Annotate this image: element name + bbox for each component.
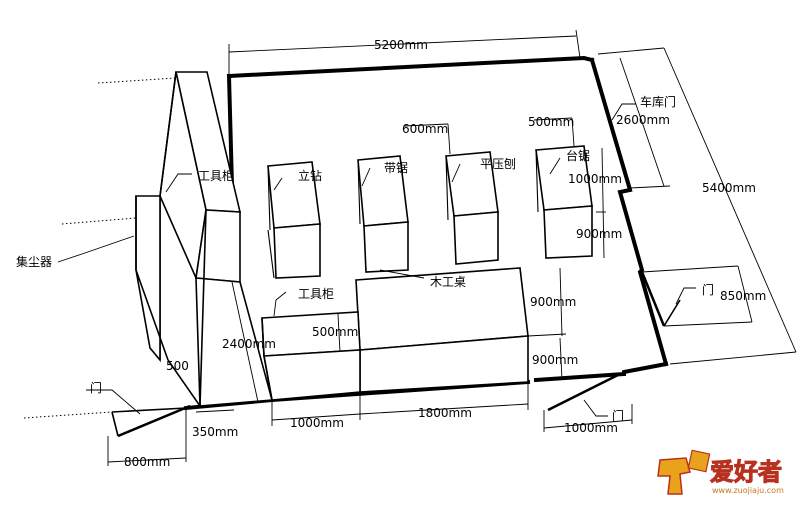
planer-label: 平压刨 [480,156,516,171]
dim-500-cab: 500mm [312,325,358,339]
tool-cabinet-left [159,71,274,407]
dim-1800-bottom: 1800mm [418,406,472,420]
door-left-label: 门 [90,380,102,395]
planer [445,151,499,265]
workbench [355,267,529,393]
tool-cabinet-bottom [261,311,361,401]
dim-depth-total: 5400mm [702,181,756,195]
leader-lines [57,103,696,417]
dim-500-left: 500 [166,359,189,373]
dimension-lines [107,29,797,466]
door-right-label: 门 [702,282,714,297]
dim-600: 600mm [402,122,448,136]
watermark-url: www.zuojiaju.com [712,486,784,495]
drill-press-label: 立钻 [298,168,322,183]
dim-2400: 2400mm [222,337,276,351]
door-left-dim: 800mm [124,455,170,469]
door-left [111,404,191,438]
watermark-text: 爱好者 [710,458,782,486]
door-bottom-dim: 1000mm [564,421,618,435]
tool-cabinet-left-label: 工具柜 [198,169,234,183]
dim-1000-bottom: 1000mm [290,416,344,430]
dim-900-bench-b: 900mm [532,353,578,367]
table-saw [535,145,593,259]
tool-cabinet-bottom-label: 工具柜 [298,287,334,301]
door-right-dim: 850mm [720,289,766,303]
dotted-pointer-bottom [23,411,113,419]
dim-350: 350mm [192,425,238,439]
door-bottom [547,372,621,412]
drill-press [267,161,321,279]
dotted-pointer-top [97,77,177,84]
dust-collector [135,195,201,407]
dim-width-total: 5200mm [374,38,428,52]
dim-1000-right: 1000mm [568,172,622,186]
dim-900-bench-a: 900mm [530,295,576,309]
dim-500-top: 500mm [528,115,574,129]
bandsaw-label: 带锯 [384,160,408,175]
dust-collector-label: 集尘器 [16,254,52,269]
watermark-logo: 爱好者 www.zuojiaju.com [657,449,784,495]
table-saw-label: 台锯 [566,148,590,163]
bandsaw [357,155,409,273]
door-right [640,271,681,327]
workbench-label: 木工桌 [430,275,466,289]
garage-door [590,58,632,190]
garage-door-dim: 2600mm [616,113,670,127]
door-bottom-label: 门 [612,408,624,423]
garage-door-label: 车库门 [640,94,676,109]
dim-900-right: 900mm [576,227,622,241]
dotted-pointer-mid [61,217,137,225]
